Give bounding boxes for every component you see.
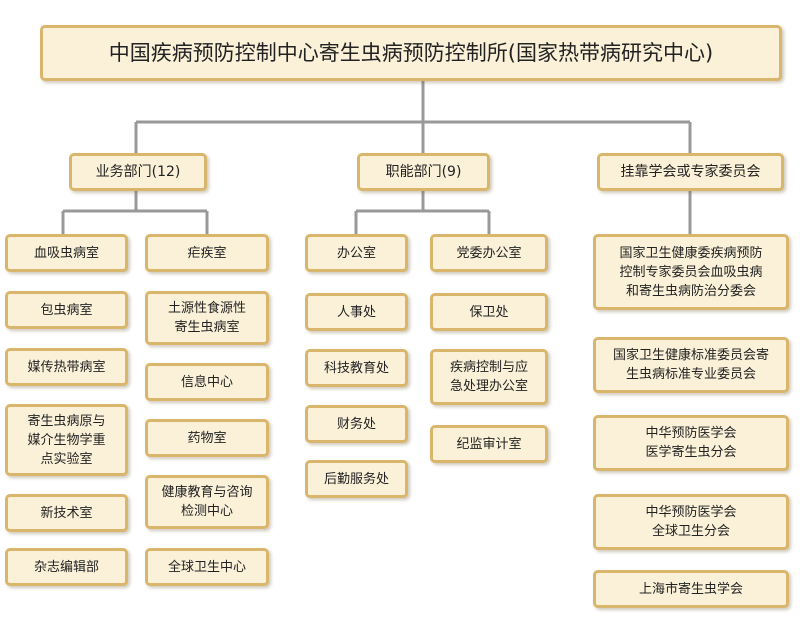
node-global-health-branch: 中华预防医学会 全球卫生分会 xyxy=(593,494,789,550)
node-logistics: 后勤服务处 xyxy=(305,460,408,498)
node-emergency-office: 疾病控制与应 急处理办公室 xyxy=(430,349,548,405)
node-schistosomiasis: 血吸虫病室 xyxy=(5,234,128,272)
node-audit-office: 纪监审计室 xyxy=(430,425,548,463)
node-personnel: 人事处 xyxy=(305,293,408,331)
node-key-laboratory: 寄生虫病原与 媒介生物学重 点实验室 xyxy=(5,404,128,476)
node-malaria: 疟疾室 xyxy=(145,234,269,272)
node-drug-office: 药物室 xyxy=(145,419,269,457)
node-information-center: 信息中心 xyxy=(145,363,269,401)
branch-business: 业务部门(12) xyxy=(69,153,207,191)
node-security: 保卫处 xyxy=(430,293,548,331)
node-soil-food-parasites: 土源性食源性 寄生虫病室 xyxy=(145,291,269,345)
node-health-education: 健康教育与咨询 检测中心 xyxy=(145,475,269,529)
node-new-technology: 新技术室 xyxy=(5,494,128,532)
node-journal-office: 杂志编辑部 xyxy=(5,548,128,586)
branch-functional: 职能部门(9) xyxy=(357,153,490,191)
node-echinococcosis: 包虫病室 xyxy=(5,291,128,329)
root-node: 中国疾病预防控制中心寄生虫病预防控制所(国家热带病研究中心) xyxy=(40,25,782,81)
node-cdc-expert-committee: 国家卫生健康委疾病预防 控制专家委员会血吸虫病 和寄生虫病防治分委会 xyxy=(593,234,789,310)
node-parasitology-branch: 中华预防医学会 医学寄生虫分会 xyxy=(593,415,789,471)
node-vector-tropical: 媒传热带病室 xyxy=(5,348,128,386)
node-party-office: 党委办公室 xyxy=(430,234,548,272)
node-finance: 财务处 xyxy=(305,405,408,443)
node-general-office: 办公室 xyxy=(305,234,408,272)
node-standards-committee: 国家卫生健康标准委员会寄 生虫病标准专业委员会 xyxy=(593,337,789,393)
node-shanghai-society: 上海市寄生虫学会 xyxy=(593,570,789,608)
node-sci-edu: 科技教育处 xyxy=(305,349,408,387)
node-global-health-center: 全球卫生中心 xyxy=(145,548,269,586)
branch-committees: 挂靠学会或专家委员会 xyxy=(597,153,784,191)
